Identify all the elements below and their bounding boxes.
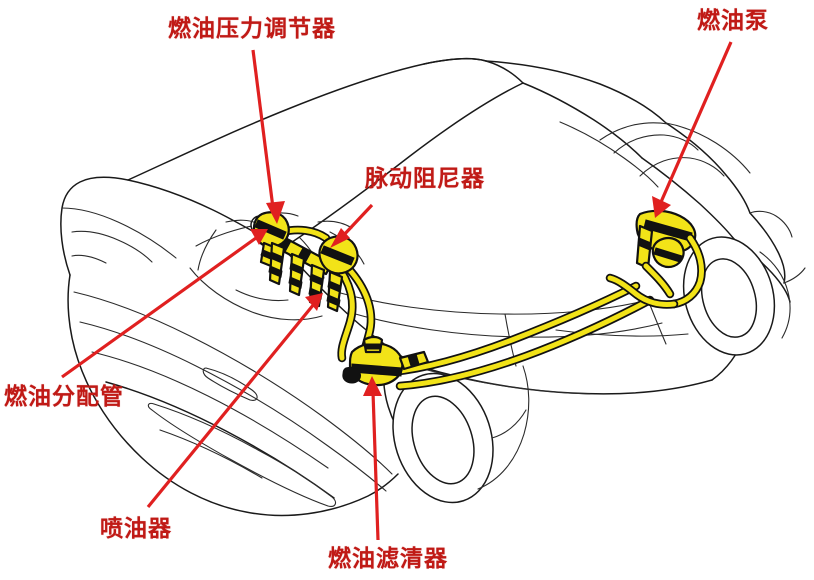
callout-label-fuel-rail: 燃油分配管: [4, 384, 124, 410]
side-window-front: [559, 121, 659, 188]
cowl-detail: [317, 220, 353, 229]
arrow-fuel-pressure-regulator: [251, 49, 285, 224]
headlamp-lower: [71, 254, 107, 264]
filter-bracket: [342, 366, 361, 384]
callout-arrows: [61, 41, 733, 541]
bumper-lower-edge: [105, 381, 335, 499]
fuel-injector-1: [268, 241, 286, 286]
arrow-pulsation-damper: [330, 203, 374, 248]
arrow-fuel-rail: [61, 229, 268, 379]
pump-outlet-tube-2: [605, 273, 679, 309]
wheel-well-liner: [491, 409, 527, 439]
window-trim: [599, 122, 669, 141]
fuel-rail-assembly: [252, 211, 359, 313]
injector-1-body: [268, 241, 286, 286]
callout-label-fuel-pressure-regulator: 燃油压力调节器: [168, 16, 336, 42]
pump-housing-band: [637, 237, 652, 251]
roof-front-line: [485, 60, 667, 124]
pulsation-damper-body: [318, 235, 359, 275]
rail-to-filter-hose-a: [331, 259, 357, 363]
filter-inlet-band: [364, 343, 382, 350]
underbody-shadow: [555, 329, 689, 337]
quarter-window: [639, 157, 725, 177]
arrow-fuel-pump: [652, 41, 733, 218]
belt-line-lower: [329, 289, 649, 315]
rear-wheel-rim: [700, 258, 758, 338]
pump-motor-band: [653, 247, 683, 263]
rear-deck: [749, 212, 786, 284]
injector-2-band-1: [289, 262, 304, 275]
hood-front-edge: [60, 176, 284, 276]
bumper-crease-3: [91, 351, 329, 469]
engine-bay-left: [197, 229, 217, 271]
injector-2-body: [288, 252, 306, 297]
a-pillar: [522, 82, 643, 159]
injector-2-band-2: [288, 276, 303, 289]
fog-lamp: [202, 367, 258, 401]
door-top-curve: [613, 134, 699, 154]
callout-label-fuel-injector: 喷油器: [100, 516, 172, 542]
injector-1-band-2: [268, 265, 283, 278]
rear-lamp-top: [749, 210, 793, 238]
fuel-injector-4: [326, 270, 344, 313]
injector-1-band-1: [269, 251, 284, 264]
rear-fender-flare: [759, 251, 791, 339]
fuel-filter-body: [342, 335, 430, 387]
rear-pillar: [641, 157, 735, 240]
damper-band: [320, 245, 355, 266]
roof-panel-seam: [665, 122, 751, 174]
fuel-supply-line: [387, 281, 641, 377]
injector-4-band-1: [327, 280, 342, 293]
headlamp-top: [61, 207, 177, 259]
fuel-pump-module: [605, 209, 706, 309]
rear-bumper-edge: [783, 267, 806, 284]
hood-cowl-line: [282, 82, 524, 249]
bumper-crease-1: [73, 291, 393, 475]
car-body-outline: [60, 57, 806, 517]
filter-outlet-band: [407, 353, 420, 367]
arrow-fuel-filter: [363, 376, 382, 541]
fuel-return-line: [395, 295, 655, 391]
callout-label-fuel-pump: 燃油泵: [697, 8, 769, 34]
injector-4-band-2: [326, 294, 341, 307]
regulator-band: [254, 219, 287, 240]
fuel-injector-2: [288, 252, 306, 297]
grille-opening-lower: [147, 402, 337, 507]
front-fender-flare: [477, 365, 530, 490]
roof-rear-line: [665, 122, 751, 214]
pump-outlet-tube-1: [669, 233, 706, 309]
callout-label-fuel-filter: 燃油滤清器: [328, 546, 448, 572]
headlamp-lens: [71, 230, 153, 263]
front-wheel-rim: [411, 395, 475, 485]
engine-detail-1: [235, 289, 289, 302]
fuel-system-components: [252, 209, 706, 391]
front-end-profile: [67, 274, 399, 517]
injector-3-band-1: [309, 273, 324, 286]
bumper-crease-2: [79, 321, 387, 492]
arrow-fuel-injector: [146, 293, 323, 509]
callout-label-pulsation-damper: 脉动阻尼器: [365, 166, 485, 192]
grille-slat-1: [159, 429, 263, 479]
pump-suction-tube: [641, 261, 675, 299]
fender-top-line: [127, 57, 487, 181]
floor-pan-edge: [419, 367, 591, 395]
